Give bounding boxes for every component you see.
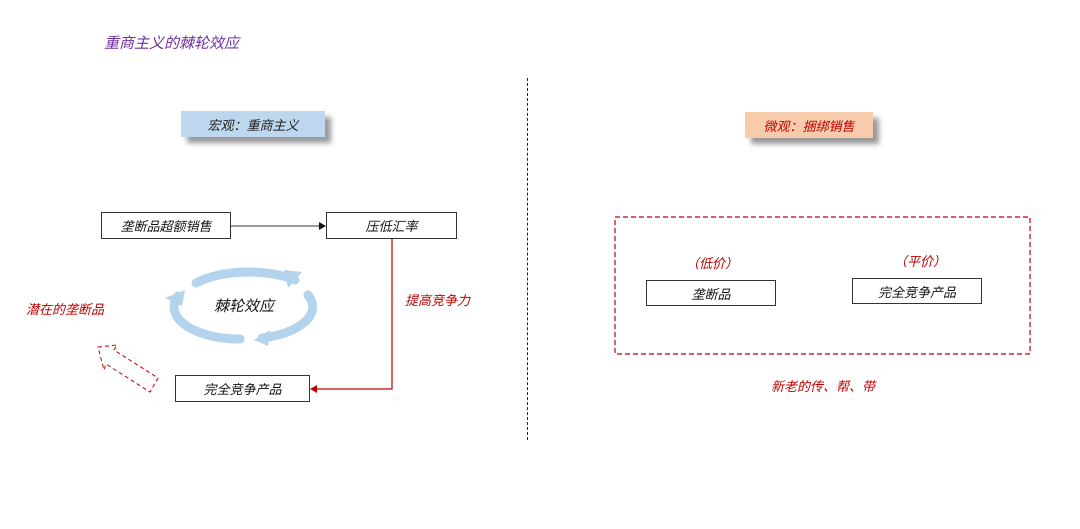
divider [527, 78, 528, 440]
cycle-arrows-icon [169, 267, 318, 344]
lower-rate-box: 压低汇率 [326, 212, 457, 239]
competitiveness-label: 提高竞争力 [405, 294, 471, 309]
ratchet-effect-label: 棘轮效应 [214, 297, 275, 315]
dashed-group-frame [614, 216, 1031, 355]
competitive-box-right: 完全竞争产品 [852, 278, 982, 304]
dashed-arrow-icon [97, 344, 159, 393]
arrowhead-icon [319, 222, 326, 230]
red-arrowhead-icon [310, 385, 317, 393]
caption: 新老的传、帮、带 [771, 380, 876, 395]
macro-header: 宏观：重商主义 [181, 111, 325, 137]
potential-monopoly-label: 潜在的垄断品 [26, 303, 105, 318]
par-price-label: （平价） [894, 255, 947, 270]
monopoly-box: 垄断品 [646, 280, 776, 306]
red-arrow [316, 239, 393, 390]
low-price-label: （低价） [686, 257, 739, 272]
monopoly-sales-box: 垄断品超额销售 [101, 212, 231, 239]
page-title: 重商主义的棘轮效应 [104, 34, 240, 52]
micro-header: 微观：捆绑销售 [745, 112, 873, 138]
competitive-product-box: 完全竞争产品 [175, 375, 310, 402]
